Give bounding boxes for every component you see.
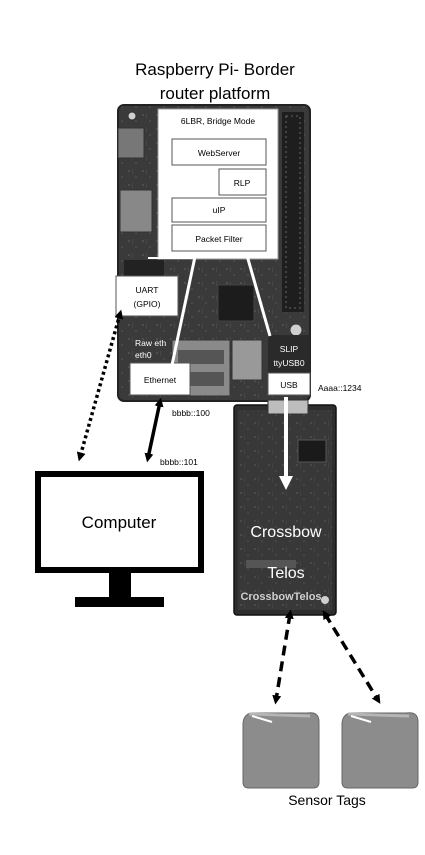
telos-silkscreen: CrossbowTelos [240, 591, 321, 603]
telos-to-sensor2-arrow [322, 610, 381, 704]
sensor-tag-1 [242, 712, 320, 789]
sensor-tags-label: Sensor Tags [288, 792, 366, 808]
diagram-title-line2: router platform [160, 84, 271, 103]
ethernet-label: Ethernet [144, 375, 177, 385]
ethernet-to-computer-arrow [144, 397, 164, 463]
uart-to-computer-arrow [76, 309, 124, 462]
slip-box [268, 335, 310, 373]
telos-address: Aaaa::1234 [318, 383, 362, 393]
diagram-title-line1: Raspberry Pi- Border [135, 60, 295, 79]
rlp-label: RLP [234, 178, 251, 188]
6lbr-stack: 6LBR, Bridge Mode WebServer RLP uIP Pack… [157, 108, 279, 260]
telos-label-line1: Crossbow [250, 524, 322, 541]
sensor-tag-2 [341, 712, 419, 789]
stack-to-slip-line [244, 251, 272, 337]
uip-box [171, 197, 267, 223]
usb-box [267, 372, 311, 396]
packet-filter-box [171, 224, 267, 252]
computer-address: bbbb::101 [160, 457, 198, 467]
webserver-box [171, 138, 267, 166]
rlp-box [218, 168, 267, 196]
telos-to-sensor1-arrow [272, 609, 294, 705]
raweth-label-line1: Raw eth [135, 338, 166, 348]
ethernet-box [129, 362, 191, 396]
gpio-header [282, 112, 304, 312]
raweth-label-line2: eth0 [135, 350, 152, 360]
packet-filter-label: Packet Filter [195, 234, 242, 244]
stack-mode-label: 6LBR, Bridge Mode [181, 116, 255, 126]
uip-label: uIP [213, 205, 226, 215]
pi-eth-address: bbbb::100 [172, 408, 210, 418]
uart-label-line2: (GPIO) [134, 299, 161, 309]
uart-label-line1: UART [136, 285, 159, 295]
computer-label: Computer [82, 513, 157, 532]
stack-to-ethernet-line [170, 251, 198, 366]
uart-box [115, 275, 179, 317]
computer-icon [35, 471, 204, 607]
telos-label-line2: Telos [267, 565, 304, 582]
usb-label: USB [280, 380, 298, 390]
slip-label-line1: SLIP [280, 344, 299, 354]
webserver-label: WebServer [198, 148, 241, 158]
slip-label-line2: ttyUSB0 [273, 358, 304, 368]
